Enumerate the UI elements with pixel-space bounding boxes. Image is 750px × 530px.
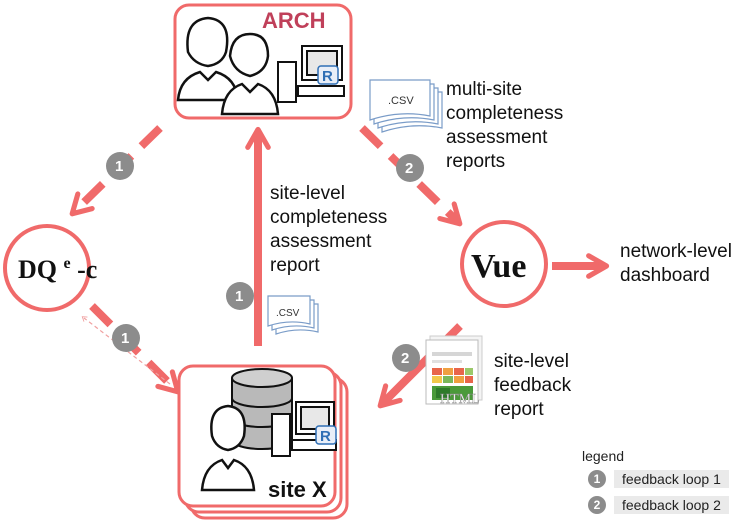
legend-text: feedback loop 2 (614, 496, 729, 514)
site-x-title: site X (268, 477, 327, 502)
vue-node: Vue (460, 220, 548, 308)
legend-item-loop-1: 1 feedback loop 1 (588, 470, 729, 488)
vue-label: Vue (471, 248, 526, 285)
legend-badge: 2 (588, 496, 606, 514)
dqec-node: DQ e -c (3, 224, 97, 312)
legend-text: feedback loop 1 (614, 470, 729, 488)
dqec-suffix: -c (77, 255, 97, 284)
svg-text:R: R (322, 68, 333, 85)
arch-title: ARCH (262, 8, 326, 33)
label-line: site-level (494, 351, 569, 372)
dqec-label: DQ (18, 255, 57, 284)
label-site-feedback-report: site-level feedback report (494, 350, 571, 422)
badge-arch-to-vue: 2 (396, 154, 424, 182)
svg-text:R: R (320, 428, 331, 445)
csv-label: .CSV (388, 95, 414, 107)
person-icon (200, 404, 256, 492)
r-logo-icon: R (317, 65, 339, 85)
legend-item-loop-2: 2 feedback loop 2 (588, 496, 729, 514)
legend-title: legend (582, 448, 625, 464)
label-line: assessment (270, 231, 372, 252)
label-line: assessment (446, 127, 548, 148)
csv-label: .CSV (276, 308, 300, 319)
badge-site-to-arch: 1 (226, 282, 254, 310)
html-label: HTML (440, 392, 480, 407)
badge-vue-to-site: 2 (392, 344, 420, 372)
csv-files-icon: .CSV (267, 295, 319, 335)
csv-files-icon: .CSV (369, 79, 443, 133)
dqec-superscript: e (64, 255, 71, 272)
label-multi-site-reports: multi-site completeness assessment repor… (446, 78, 563, 174)
svg-text:1: 1 (235, 288, 243, 305)
arch-node: ARCH R (173, 3, 353, 120)
label-line: report (494, 399, 544, 420)
arrow-arch-to-vue (359, 125, 463, 227)
label-line: completeness (446, 103, 564, 124)
label-site-level-report: site-level completeness assessment repor… (270, 182, 387, 278)
label-line: completeness (270, 207, 388, 228)
svg-text:1: 1 (121, 330, 129, 347)
r-logo-icon: R (315, 425, 337, 445)
html-report-icon: HTML (425, 335, 483, 407)
label-line: site-level (270, 183, 345, 204)
svg-text:2: 2 (401, 350, 409, 367)
svg-text:1: 1 (115, 158, 123, 175)
person-icon (220, 32, 280, 116)
label-line: network-level (620, 241, 732, 262)
label-network-dashboard: network-level dashboard (620, 240, 732, 288)
legend-badge: 1 (588, 470, 606, 488)
badge-arch-to-dqec: 1 (106, 152, 134, 180)
computer-icon (271, 401, 337, 457)
site-x-node: R site X (177, 364, 349, 520)
label-line: report (270, 255, 320, 276)
svg-text:DQ e -c: DQ e -c (18, 245, 97, 284)
label-line: dashboard (620, 265, 710, 286)
label-line: feedback (494, 375, 572, 396)
label-line: reports (446, 151, 506, 172)
label-line: multi-site (446, 79, 523, 100)
badge-dqec-to-site: 1 (112, 324, 140, 352)
svg-text:2: 2 (405, 160, 413, 177)
